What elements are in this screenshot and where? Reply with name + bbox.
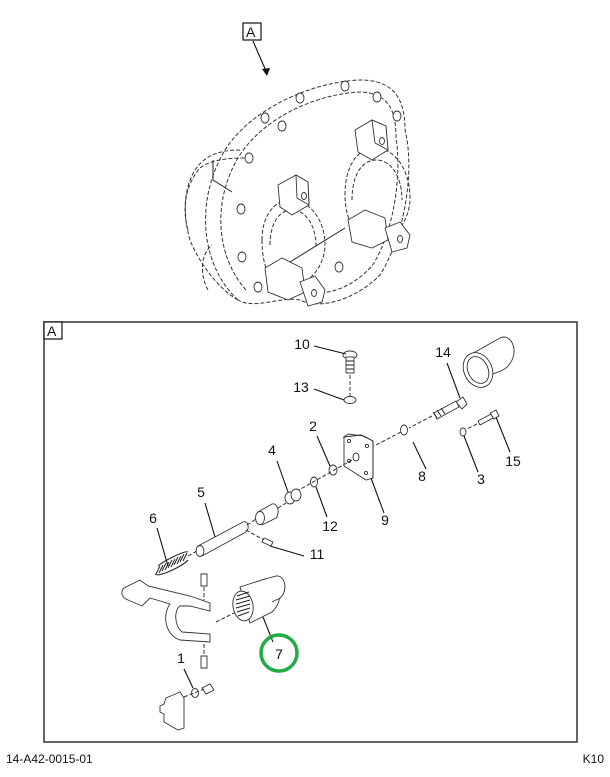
part-bolt-14 (408, 396, 468, 429)
callout-15[interactable]: 15 (505, 453, 521, 469)
part-bolt-15 (466, 409, 500, 430)
callout-3[interactable]: 3 (477, 471, 485, 487)
sheet-code: K10 (582, 752, 604, 766)
part-bushing (462, 336, 515, 388)
leader-lines (156, 345, 511, 689)
part-shift-shaft-5 (195, 518, 257, 557)
callout-2[interactable]: 2 (309, 418, 317, 434)
part-shift-fork (121, 573, 237, 669)
reference-label-box (242, 22, 262, 41)
reference-view: A (184, 22, 411, 307)
callout-5[interactable]: 5 (197, 484, 205, 500)
view-arrow (252, 40, 267, 72)
callout-1[interactable]: 1 (177, 650, 185, 666)
detail-view: A (43, 321, 578, 743)
callout-10[interactable]: 10 (294, 336, 310, 352)
callout-13[interactable]: 13 (293, 379, 309, 395)
part-washer-8 (400, 424, 408, 436)
callout-11[interactable]: 11 (310, 546, 325, 562)
part-sleeve (255, 503, 279, 526)
parts (121, 336, 515, 731)
part-sliding-clutch-7 (232, 575, 286, 624)
part-bolt-10 (342, 350, 358, 396)
detail-label-box (43, 321, 63, 340)
part-plug-2 (328, 464, 338, 476)
callout-14[interactable]: 14 (435, 344, 451, 360)
callout-7[interactable]: 7 (275, 646, 283, 662)
callout-9[interactable]: 9 (381, 512, 389, 528)
callouts: 1 2 3 4 5 6 7 8 9 10 11 12 13 14 15 (149, 336, 521, 666)
callout-12[interactable]: 12 (322, 518, 338, 534)
reference-label: A (246, 24, 256, 40)
highlight-ring (259, 633, 299, 673)
part-washer-13 (343, 396, 357, 404)
arrow-head-icon (262, 68, 270, 76)
callout-8[interactable]: 8 (418, 468, 426, 484)
part-cover-plate-9 (342, 433, 374, 481)
detail-view-frame (43, 321, 578, 743)
detail-label: A (47, 323, 57, 339)
part-pin-11 (245, 529, 274, 547)
differential-housing-illustration (184, 79, 411, 307)
part-bracket-1 (159, 683, 215, 731)
callout-4[interactable]: 4 (268, 442, 276, 458)
drawing-number: 14-A42-0015-01 (6, 752, 93, 766)
part-spring-6 (154, 550, 198, 576)
part-nut-3 (459, 427, 467, 437)
part-piston-4 (284, 488, 302, 505)
callout-6[interactable]: 6 (149, 510, 157, 526)
